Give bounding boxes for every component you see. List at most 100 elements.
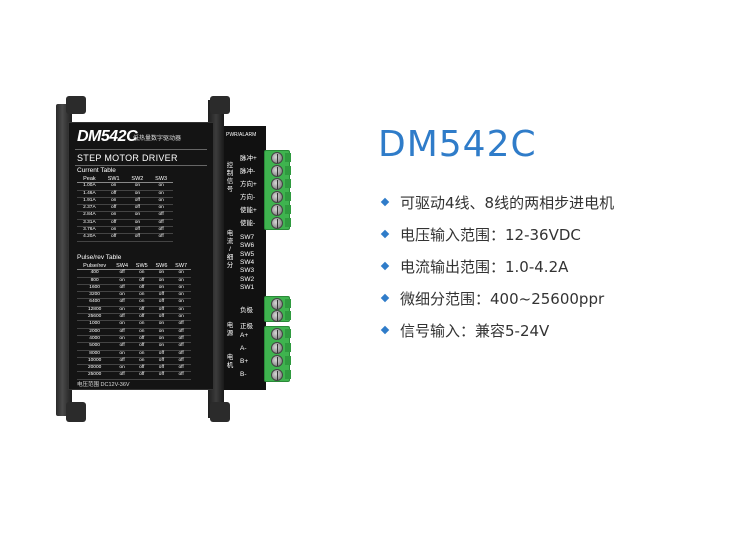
table-cell: off [125, 197, 150, 206]
terminal-pin-label: SW6 [240, 242, 255, 250]
table-cell: on [171, 277, 191, 285]
terminal-pin [285, 369, 291, 379]
table-cell: off [171, 335, 191, 344]
table-cell: off [151, 357, 172, 366]
terminal-pin-label: 脉冲- [240, 168, 256, 175]
table-cell: off [125, 204, 150, 213]
voltage-footer: 电压范围 DC12V-36V [77, 382, 130, 388]
feature-item: 电压输入范围：12-36VDC [380, 218, 614, 250]
table-cell: 800 [77, 277, 113, 285]
terminal-pin-label: SW1 [240, 283, 255, 291]
terminal-pin [285, 166, 291, 175]
table-cell: on [131, 269, 152, 278]
table-cell: off [112, 328, 132, 336]
terminal-pin [285, 192, 291, 201]
mounting-tab [66, 96, 86, 114]
table-cell: on [101, 197, 126, 206]
terminal-pin-label: SW3 [240, 267, 255, 275]
table-cell: off [125, 233, 150, 242]
table-cell: on [149, 197, 173, 206]
pulse-table-title: Pulse/rev Table [77, 254, 122, 261]
driver-subtitle: STEP MOTOR DRIVER [77, 153, 178, 163]
table-cell: 8000 [77, 350, 113, 358]
table-cell: on [112, 306, 132, 315]
table-cell: on [151, 269, 172, 278]
table-cell: off [101, 204, 126, 213]
table-cell: on [151, 320, 172, 329]
terminal-pin-label: 方向- [240, 194, 256, 201]
terminal-screw [271, 152, 283, 164]
table-cell: on [151, 277, 172, 285]
pwr-alarm-label: PWR/ALARM [226, 132, 257, 138]
terminal-pin [285, 205, 291, 214]
table-cell: on [131, 328, 152, 336]
table-cell: Pulse/rev [77, 263, 113, 271]
terminal-screw [271, 178, 283, 190]
table-cell: off [101, 233, 126, 242]
terminal-screw [271, 191, 283, 203]
terminal-pin-label: SW4 [240, 258, 255, 266]
terminal-pin-label: 使能+ [240, 207, 257, 214]
table-cell: 1000 [77, 320, 113, 329]
product-title: DM542C [378, 124, 537, 165]
table-cell: 3200 [77, 291, 113, 300]
driver-brand-subtitle: 低热量数字驱动器 [133, 136, 182, 142]
table-cell: off [131, 335, 152, 344]
feature-text: 电流输出范围：1.0-4.2A [400, 257, 569, 276]
table-cell: 2.37A [77, 204, 102, 213]
table-cell: SW6 [151, 263, 172, 271]
mounting-tab [210, 96, 230, 114]
table-cell: 400 [77, 269, 113, 278]
terminal-screw [271, 217, 283, 229]
table-cell: on [131, 320, 152, 329]
mounting-tab [210, 402, 230, 422]
table-cell: on [125, 219, 150, 228]
table-cell: off [151, 306, 172, 315]
table-cell: on [125, 182, 150, 191]
table-cell: off [131, 284, 152, 293]
driver-model-label: DM542C [77, 128, 138, 145]
table-cell: SW5 [131, 263, 152, 271]
feature-text: 信号输入：兼容5-24V [400, 321, 550, 340]
table-cell: off [151, 291, 172, 300]
table-cell: on [131, 350, 152, 358]
feature-text: 可驱动4线、8线的两相步进电机 [400, 193, 615, 212]
diamond-bullet-icon [380, 229, 390, 239]
table-cell: 25600 [77, 313, 113, 322]
table-cell: on [101, 226, 126, 235]
table-cell: on [171, 298, 191, 307]
table-cell: on [149, 204, 173, 213]
table-cell: 20000 [77, 364, 113, 373]
table-cell: on [131, 298, 152, 307]
power-group-label: 电源 [226, 322, 234, 337]
table-cell: on [125, 190, 150, 198]
table-cell: on [149, 190, 173, 198]
table-cell: 1.91A [77, 197, 102, 206]
terminal-pin [285, 218, 291, 227]
table-cell: SW7 [171, 263, 191, 271]
table-cell: SW2 [125, 176, 150, 184]
table-cell: off [151, 371, 172, 380]
table-cell: off [171, 350, 191, 358]
signal-connector [264, 150, 291, 230]
table-cell: off [149, 233, 173, 242]
table-cell: on [131, 357, 152, 366]
table-cell: SW1 [101, 176, 126, 184]
diamond-bullet-icon [380, 197, 390, 207]
table-cell: off [171, 342, 191, 351]
terminal-label-panel: PWR/ALARM 控制信号 脉冲+脉冲-方向+方向-使能+使能- 电流 / 细… [224, 126, 266, 390]
divider [75, 149, 207, 150]
feature-text: 电压输入范围：12-36VDC [400, 225, 581, 244]
divider [75, 165, 207, 166]
